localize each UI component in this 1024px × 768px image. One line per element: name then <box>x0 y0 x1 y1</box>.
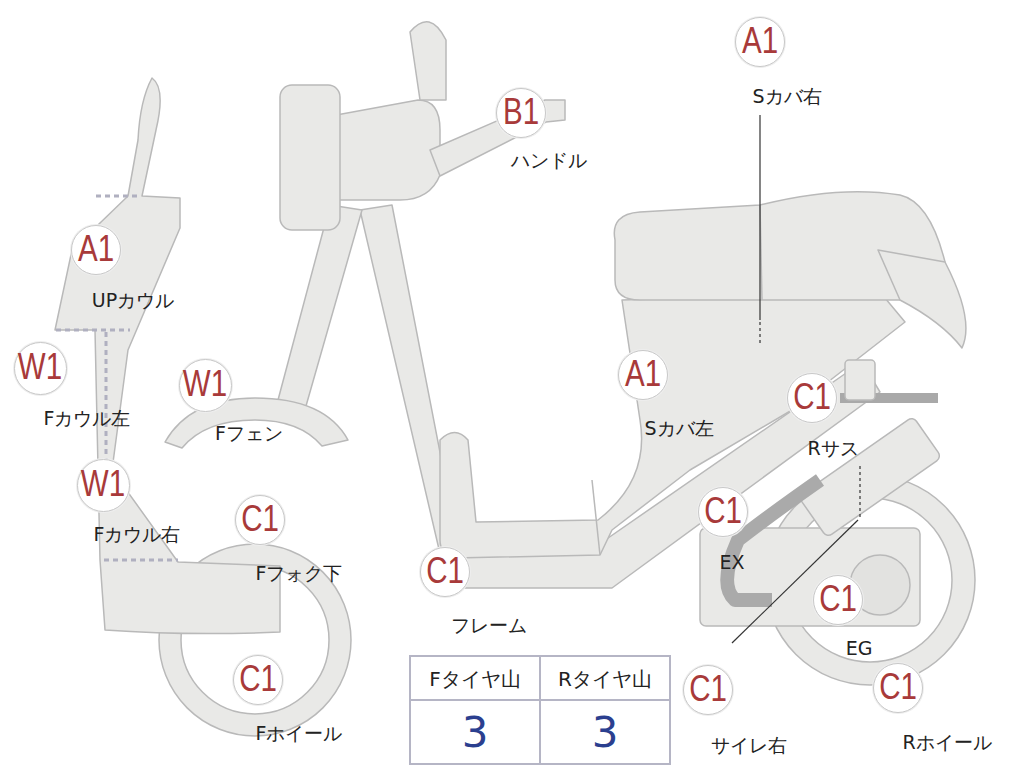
headlight <box>280 85 340 230</box>
callout-circle: C1Rホイール <box>873 663 923 713</box>
suspension-top <box>845 360 875 400</box>
mirror <box>410 22 446 100</box>
callout-circle: W1Fカウル右 <box>77 459 130 512</box>
callout-code: C1 <box>239 661 277 697</box>
part-name: Rホイール <box>900 731 993 754</box>
callout-code: C1 <box>793 379 831 415</box>
part-name: Sカバ右 <box>750 85 823 108</box>
leader-line <box>759 322 760 346</box>
callout-circle: C1Fホイール <box>233 655 283 705</box>
part-name: EX <box>717 551 746 574</box>
callout-circle: B1ハンドル <box>496 88 546 138</box>
leg-shield <box>55 78 280 634</box>
callout-circle: C1EX <box>698 487 748 537</box>
callout-code: C1 <box>426 553 464 589</box>
part-name: EG <box>844 637 875 660</box>
callout-code: C1 <box>241 501 279 537</box>
panel-seam <box>56 329 130 332</box>
tread-value: 3 <box>462 712 489 754</box>
callout-circle: C1Fフォク下 <box>235 495 285 545</box>
part-name: Fホイール <box>254 722 345 745</box>
callout-circle: W1Fカウル左 <box>14 342 67 395</box>
callout-circle: A1Sカバ左 <box>618 350 668 400</box>
table-header: Fタイヤ山 <box>429 669 521 689</box>
callout-code: A1 <box>625 356 661 392</box>
leader-line <box>759 115 760 320</box>
callout-code: A1 <box>78 231 114 267</box>
part-name: フレーム <box>449 614 529 637</box>
callout-code: C1 <box>689 671 727 707</box>
callout-code: B1 <box>503 94 539 130</box>
rear-suspension <box>798 416 941 537</box>
callout-circle: C1Rサス <box>787 373 837 423</box>
callout-code: W1 <box>18 349 62 385</box>
part-name: Sカバ左 <box>642 417 715 440</box>
cover-seam <box>592 480 600 555</box>
callout-circle: W1Fフェン <box>179 359 232 412</box>
callout-circle: C1フレーム <box>420 547 470 597</box>
part-name: Fフォク下 <box>254 562 345 585</box>
part-name: サイレ右 <box>709 734 789 757</box>
callout-circle: C1EG <box>813 575 863 625</box>
tail-cowl <box>878 250 966 348</box>
callout-circle: A1UPカウル <box>71 225 121 275</box>
callout-circle: A1Sカバ右 <box>735 17 785 67</box>
callout-code: W1 <box>81 466 125 502</box>
callout-code: C1 <box>704 493 742 529</box>
tread-table <box>410 656 670 764</box>
callout-circle: C1サイレ右 <box>683 665 733 715</box>
part-name: UPカウル <box>90 289 176 312</box>
callout-code: C1 <box>819 581 857 617</box>
front-fork <box>274 205 362 420</box>
callout-code: A1 <box>742 23 778 59</box>
panel-seam <box>104 559 178 562</box>
table-header: Rタイヤ山 <box>558 669 652 689</box>
part-name: Fフェン <box>213 422 285 445</box>
panel-seam <box>105 332 108 460</box>
panel-seam <box>96 195 140 198</box>
leader-line <box>859 466 860 520</box>
callout-code: C1 <box>879 669 917 705</box>
tread-value: 3 <box>592 712 619 754</box>
part-name: Rサス <box>805 437 860 460</box>
callout-code: W1 <box>183 366 227 402</box>
part-name: ハンドル <box>509 149 589 172</box>
table-grid <box>410 656 670 764</box>
part-name: Fカウル左 <box>42 407 133 430</box>
part-name: Fカウル右 <box>92 523 183 546</box>
